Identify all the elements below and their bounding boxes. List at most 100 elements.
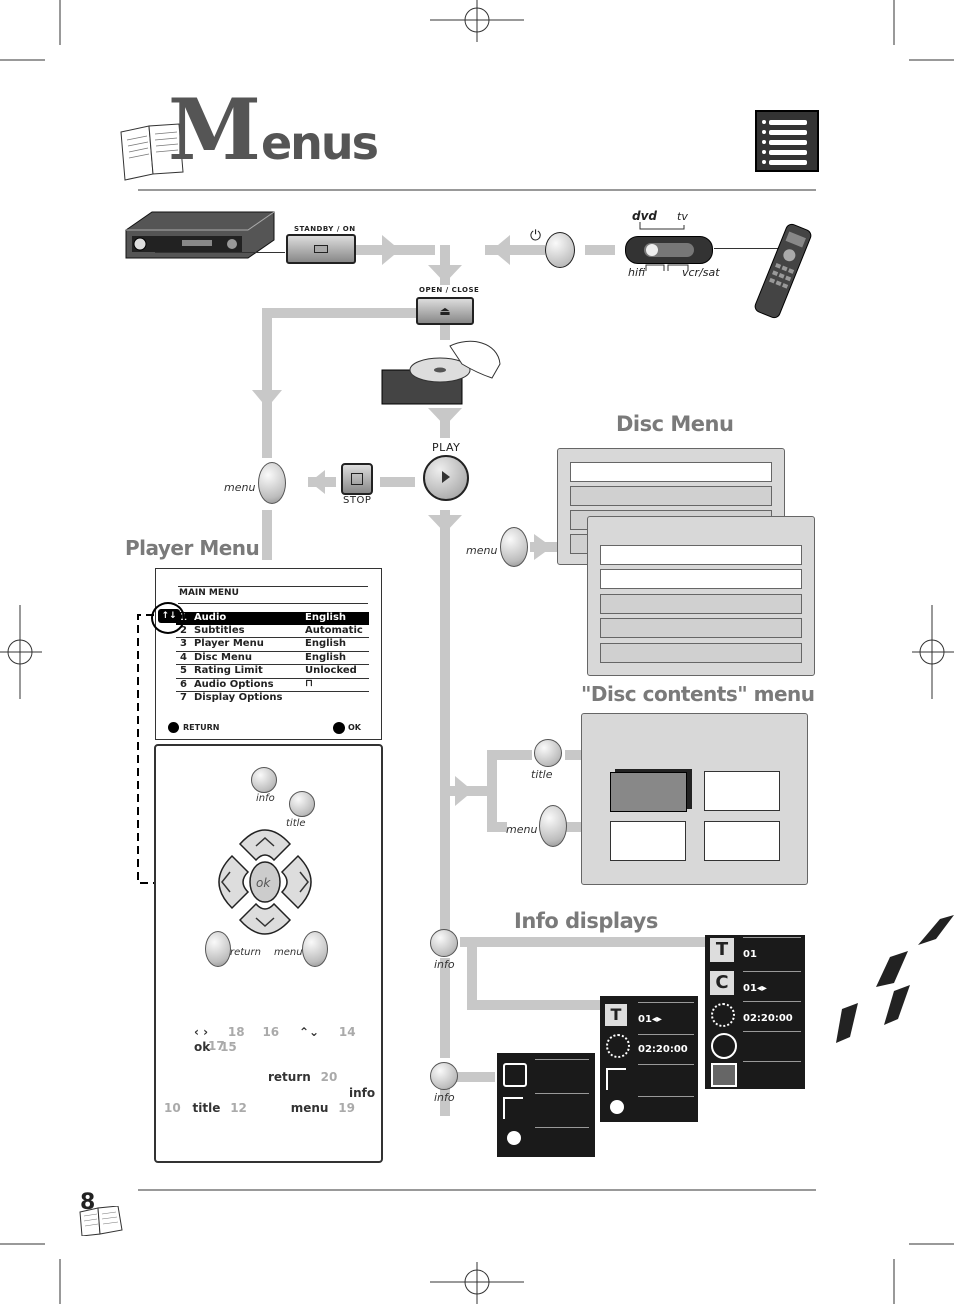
item-label: Subtitles [193, 624, 245, 636]
item-num: 4 [180, 651, 187, 663]
item-label: Audio Options [193, 678, 274, 690]
standby-label: STANDBY / ON [294, 225, 356, 233]
item-value: Unlocked [305, 665, 357, 676]
disc-tray-image [380, 334, 505, 408]
ref-return: return [268, 1070, 311, 1084]
ref-number: 14 [338, 1025, 356, 1039]
ref-line-4: info [349, 1086, 375, 1100]
standby-button[interactable] [286, 234, 356, 264]
menu-label: menu [466, 544, 498, 557]
remote-key-panel [154, 744, 383, 1163]
menu-button-contents[interactable] [539, 805, 567, 847]
ref-menu: menu [290, 1101, 329, 1115]
heading-disc-menu: Disc Menu [616, 412, 734, 436]
ref-line-1: ‹ › 18 16 ⌃⌄ 14 17 [194, 1025, 374, 1053]
ref-arrows-lr: ‹ › [194, 1025, 209, 1039]
menu-button[interactable] [302, 931, 328, 967]
power-button[interactable] [545, 232, 575, 268]
item-label: Rating Limit [193, 665, 263, 676]
audio-icon [507, 1131, 521, 1145]
return-label: return [230, 947, 261, 958]
leader-line [155, 252, 285, 253]
mode-switch[interactable] [625, 236, 713, 264]
menu-item-display-options[interactable]: 7 Display Options [176, 692, 369, 705]
title-label: title [531, 768, 553, 781]
subtitle-icon [503, 1097, 523, 1119]
play-label: PLAY [432, 441, 461, 454]
heading-player-menu: Player Menu [125, 536, 260, 560]
ref-number: 19 [338, 1101, 355, 1115]
item-num: 3 [180, 638, 187, 649]
info-track-value: 01 [743, 949, 757, 960]
item-label: Player Menu [193, 638, 264, 649]
title-rest: enus [260, 116, 379, 170]
return-button[interactable] [205, 931, 231, 967]
ref-line-5: 10 title 12 menu 19 [164, 1101, 355, 1115]
open-close-button[interactable]: ⏏ [416, 297, 474, 325]
info-button[interactable] [430, 929, 458, 957]
info-button[interactable] [430, 1062, 458, 1090]
subtitle-icon [606, 1068, 626, 1090]
page-number: 8 [80, 1190, 96, 1215]
navigation-pad[interactable]: ok [210, 820, 320, 945]
camera-angle-icon [503, 1063, 527, 1087]
ok-key-label: ok [256, 876, 271, 890]
ref-info: info [349, 1086, 376, 1100]
ref-number: 18 [227, 1025, 245, 1039]
title-t-icon: T [710, 938, 734, 962]
menu-button-top[interactable] [258, 462, 286, 504]
menu-item-disc-menu[interactable]: 4 Disc Menu English [176, 651, 369, 665]
item-value: English [305, 651, 347, 663]
item-value [305, 679, 365, 692]
ok-hint: OK [348, 723, 361, 732]
item-label: Display Options [193, 692, 283, 703]
leader-line [714, 248, 784, 249]
clock-icon [606, 1034, 630, 1058]
play-button[interactable] [423, 455, 469, 501]
ref-title: title [192, 1101, 221, 1115]
switch-dvd-label: dvd [632, 209, 658, 223]
remote-control-image [750, 222, 816, 320]
title-t-icon: T [605, 1004, 627, 1026]
heading-info-displays: Info displays [514, 909, 658, 933]
info-panel-large: T 01 C 01◂▸ 02:20:00 [705, 935, 805, 1089]
item-value [305, 692, 365, 705]
title-button[interactable] [534, 739, 562, 767]
disc-menu-screen-front [587, 516, 815, 676]
ref-number: 16 [262, 1025, 280, 1039]
stop-button[interactable] [341, 463, 373, 495]
decorative-stripes [836, 915, 954, 1043]
item-num: 6 [180, 678, 187, 690]
info-button[interactable] [251, 767, 277, 793]
screen-icon [711, 1063, 737, 1087]
info-time-value: 02:20:00 [743, 1013, 793, 1024]
ref-arrows-ud: ⌃⌄ [298, 1025, 320, 1039]
return-hint: RETURN [183, 723, 220, 732]
menu-list-icon [755, 110, 819, 172]
highlight-circle [151, 602, 185, 634]
item-num: 7 [180, 692, 187, 703]
left-arrow-key [218, 854, 250, 910]
open-close-label: OPEN / CLOSE [419, 286, 480, 294]
down-arrow-key [238, 902, 292, 935]
switch-hifi-label: hifi [628, 266, 646, 279]
power-icon: ⏻ [530, 228, 542, 244]
info-time-value: 02:20:00 [638, 1044, 688, 1055]
menu-label: menu [274, 947, 303, 958]
switch-brackets [639, 222, 689, 271]
menu-item-audio-options[interactable]: 6 Audio Options [176, 678, 369, 692]
item-label: Disc Menu [193, 651, 252, 663]
contents-thumb [704, 771, 780, 811]
menu-button-disc[interactable] [500, 527, 528, 567]
clock-icon [711, 1003, 735, 1027]
ref-line-2: ok 15 [194, 1040, 237, 1054]
ref-number: 17 [208, 1039, 225, 1053]
switch-vcrsat-label: vcr/sat [682, 266, 720, 279]
title-button[interactable] [289, 791, 315, 817]
